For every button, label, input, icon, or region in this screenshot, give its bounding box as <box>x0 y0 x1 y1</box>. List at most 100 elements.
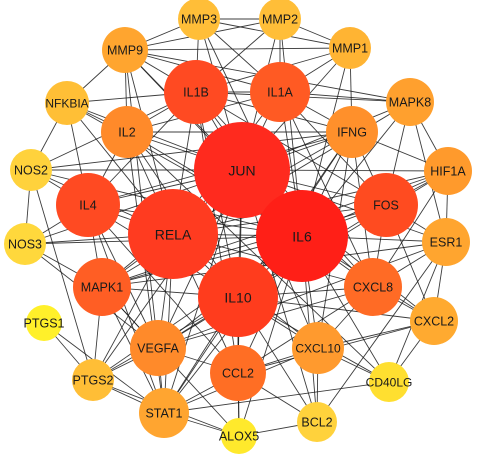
node-circle-cd40lg[interactable] <box>369 362 409 402</box>
node-circle-il4[interactable] <box>56 173 120 237</box>
node-il1a[interactable]: IL1A <box>250 62 310 122</box>
node-stat1[interactable]: STAT1 <box>139 388 189 438</box>
node-circle-hif1a[interactable] <box>424 147 472 195</box>
node-label-cxcl8: CXCL8 <box>353 281 393 295</box>
node-ptgs1[interactable]: PTGS1 <box>24 305 65 341</box>
node-label-cxcl10: CXCL10 <box>295 342 341 356</box>
node-hif1a[interactable]: HIF1A <box>424 147 472 195</box>
node-label-vegfa: VEGFA <box>137 342 179 356</box>
node-label-ifng: IFNG <box>337 126 367 140</box>
node-ifng[interactable]: IFNG <box>326 106 378 158</box>
node-cd40lg[interactable]: CD40LG <box>366 362 413 402</box>
node-label-cd40lg: CD40LG <box>366 376 413 390</box>
node-circle-mmp2[interactable] <box>259 0 301 40</box>
node-label-hif1a: HIF1A <box>430 165 466 179</box>
node-label-il2: IL2 <box>118 126 135 140</box>
node-label-ccl2: CCL2 <box>222 367 254 381</box>
node-circle-il10[interactable] <box>198 257 278 337</box>
edge-il2-cd40lg <box>126 131 390 383</box>
node-circle-ptgs1[interactable] <box>26 305 62 341</box>
edge-vegfa-mmp9 <box>124 49 159 349</box>
node-circle-bcl2[interactable] <box>297 402 337 442</box>
node-circle-nos3[interactable] <box>4 223 46 265</box>
node-il1b[interactable]: IL1B <box>164 60 228 124</box>
node-cxcl2[interactable]: CXCL2 <box>410 297 458 345</box>
node-circle-mapk1[interactable] <box>73 258 131 316</box>
node-mmp9[interactable]: MMP9 <box>102 27 148 73</box>
node-circle-stat1[interactable] <box>139 388 189 438</box>
node-mmp1[interactable]: MMP1 <box>329 27 371 69</box>
node-circle-fos[interactable] <box>354 173 418 237</box>
node-circle-nos2[interactable] <box>10 149 52 191</box>
edge-ptgs2-nos2 <box>30 169 94 381</box>
node-ptgs2[interactable]: PTGS2 <box>72 359 114 401</box>
node-circle-esr1[interactable] <box>422 218 470 266</box>
node-bcl2[interactable]: BCL2 <box>297 402 337 442</box>
node-fos[interactable]: FOS <box>354 173 418 237</box>
node-label-ptgs2: PTGS2 <box>73 374 114 388</box>
node-circle-nfkbia[interactable] <box>45 81 89 125</box>
node-il4[interactable]: IL4 <box>56 173 120 237</box>
node-circle-ccl2[interactable] <box>210 345 266 401</box>
edge-mmp9-mmp1 <box>124 47 351 51</box>
edge-il4-stat1 <box>87 204 165 414</box>
node-circle-il6[interactable] <box>256 190 348 282</box>
edge-il1a-cxcl8 <box>279 91 374 288</box>
edge-esr1-bcl2 <box>316 241 447 423</box>
node-circle-ptgs2[interactable] <box>72 359 114 401</box>
node-il6[interactable]: IL6 <box>256 190 348 282</box>
node-circle-cxcl2[interactable] <box>410 297 458 345</box>
node-label-mapk1: MAPK1 <box>81 281 123 295</box>
node-cxcl8[interactable]: CXCL8 <box>344 258 402 316</box>
node-nos2[interactable]: NOS2 <box>10 149 52 191</box>
node-circle-mmp1[interactable] <box>329 27 371 69</box>
node-esr1[interactable]: ESR1 <box>422 218 470 266</box>
node-label-cxcl2: CXCL2 <box>414 315 454 329</box>
node-circle-cxcl10[interactable] <box>292 322 344 374</box>
node-circle-mmp9[interactable] <box>102 27 148 73</box>
node-jun[interactable]: JUN <box>194 122 290 218</box>
node-label-il10: IL10 <box>224 290 251 306</box>
node-circle-rela[interactable] <box>128 189 218 279</box>
node-label-jun: JUN <box>228 163 255 179</box>
edge-stat1-cd40lg <box>163 381 390 414</box>
node-label-fos: FOS <box>373 199 399 213</box>
node-label-bcl2: BCL2 <box>301 416 332 430</box>
node-circle-ifng[interactable] <box>326 106 378 158</box>
node-alox5[interactable]: ALOX5 <box>219 418 259 454</box>
node-label-mmp9: MMP9 <box>107 44 143 58</box>
node-label-il1b: IL1B <box>183 86 209 100</box>
node-circle-il1a[interactable] <box>250 62 310 122</box>
node-circle-mmp3[interactable] <box>178 0 220 40</box>
node-circle-alox5[interactable] <box>221 418 257 454</box>
node-mmp3[interactable]: MMP3 <box>178 0 220 40</box>
edge-vegfa-esr1 <box>157 241 447 349</box>
node-il10[interactable]: IL10 <box>198 257 278 337</box>
node-circle-il2[interactable] <box>101 106 153 158</box>
node-ccl2[interactable]: CCL2 <box>210 345 266 401</box>
node-label-mapk8: MAPK8 <box>389 96 431 110</box>
node-vegfa[interactable]: VEGFA <box>130 320 186 376</box>
node-label-nfkbia: NFKBIA <box>45 97 88 111</box>
edge-il4-ccl2 <box>87 204 239 374</box>
node-label-il1a: IL1A <box>267 86 293 100</box>
node-cxcl10[interactable]: CXCL10 <box>292 322 344 374</box>
node-mapk1[interactable]: MAPK1 <box>73 258 131 316</box>
node-label-rela: RELA <box>155 227 192 243</box>
node-label-stat1: STAT1 <box>145 407 182 421</box>
node-label-il4: IL4 <box>79 199 96 213</box>
node-circle-mapk8[interactable] <box>386 78 434 126</box>
node-mapk8[interactable]: MAPK8 <box>386 78 434 126</box>
node-circle-jun[interactable] <box>194 122 290 218</box>
node-mmp2[interactable]: MMP2 <box>259 0 301 40</box>
node-circle-vegfa[interactable] <box>130 320 186 376</box>
node-label-mmp1: MMP1 <box>332 42 368 56</box>
node-nos3[interactable]: NOS3 <box>4 223 46 265</box>
node-il2[interactable]: IL2 <box>101 106 153 158</box>
node-rela[interactable]: RELA <box>128 189 218 279</box>
node-circle-il1b[interactable] <box>164 60 228 124</box>
node-nfkbia[interactable]: NFKBIA <box>45 81 89 125</box>
node-circle-cxcl8[interactable] <box>344 258 402 316</box>
